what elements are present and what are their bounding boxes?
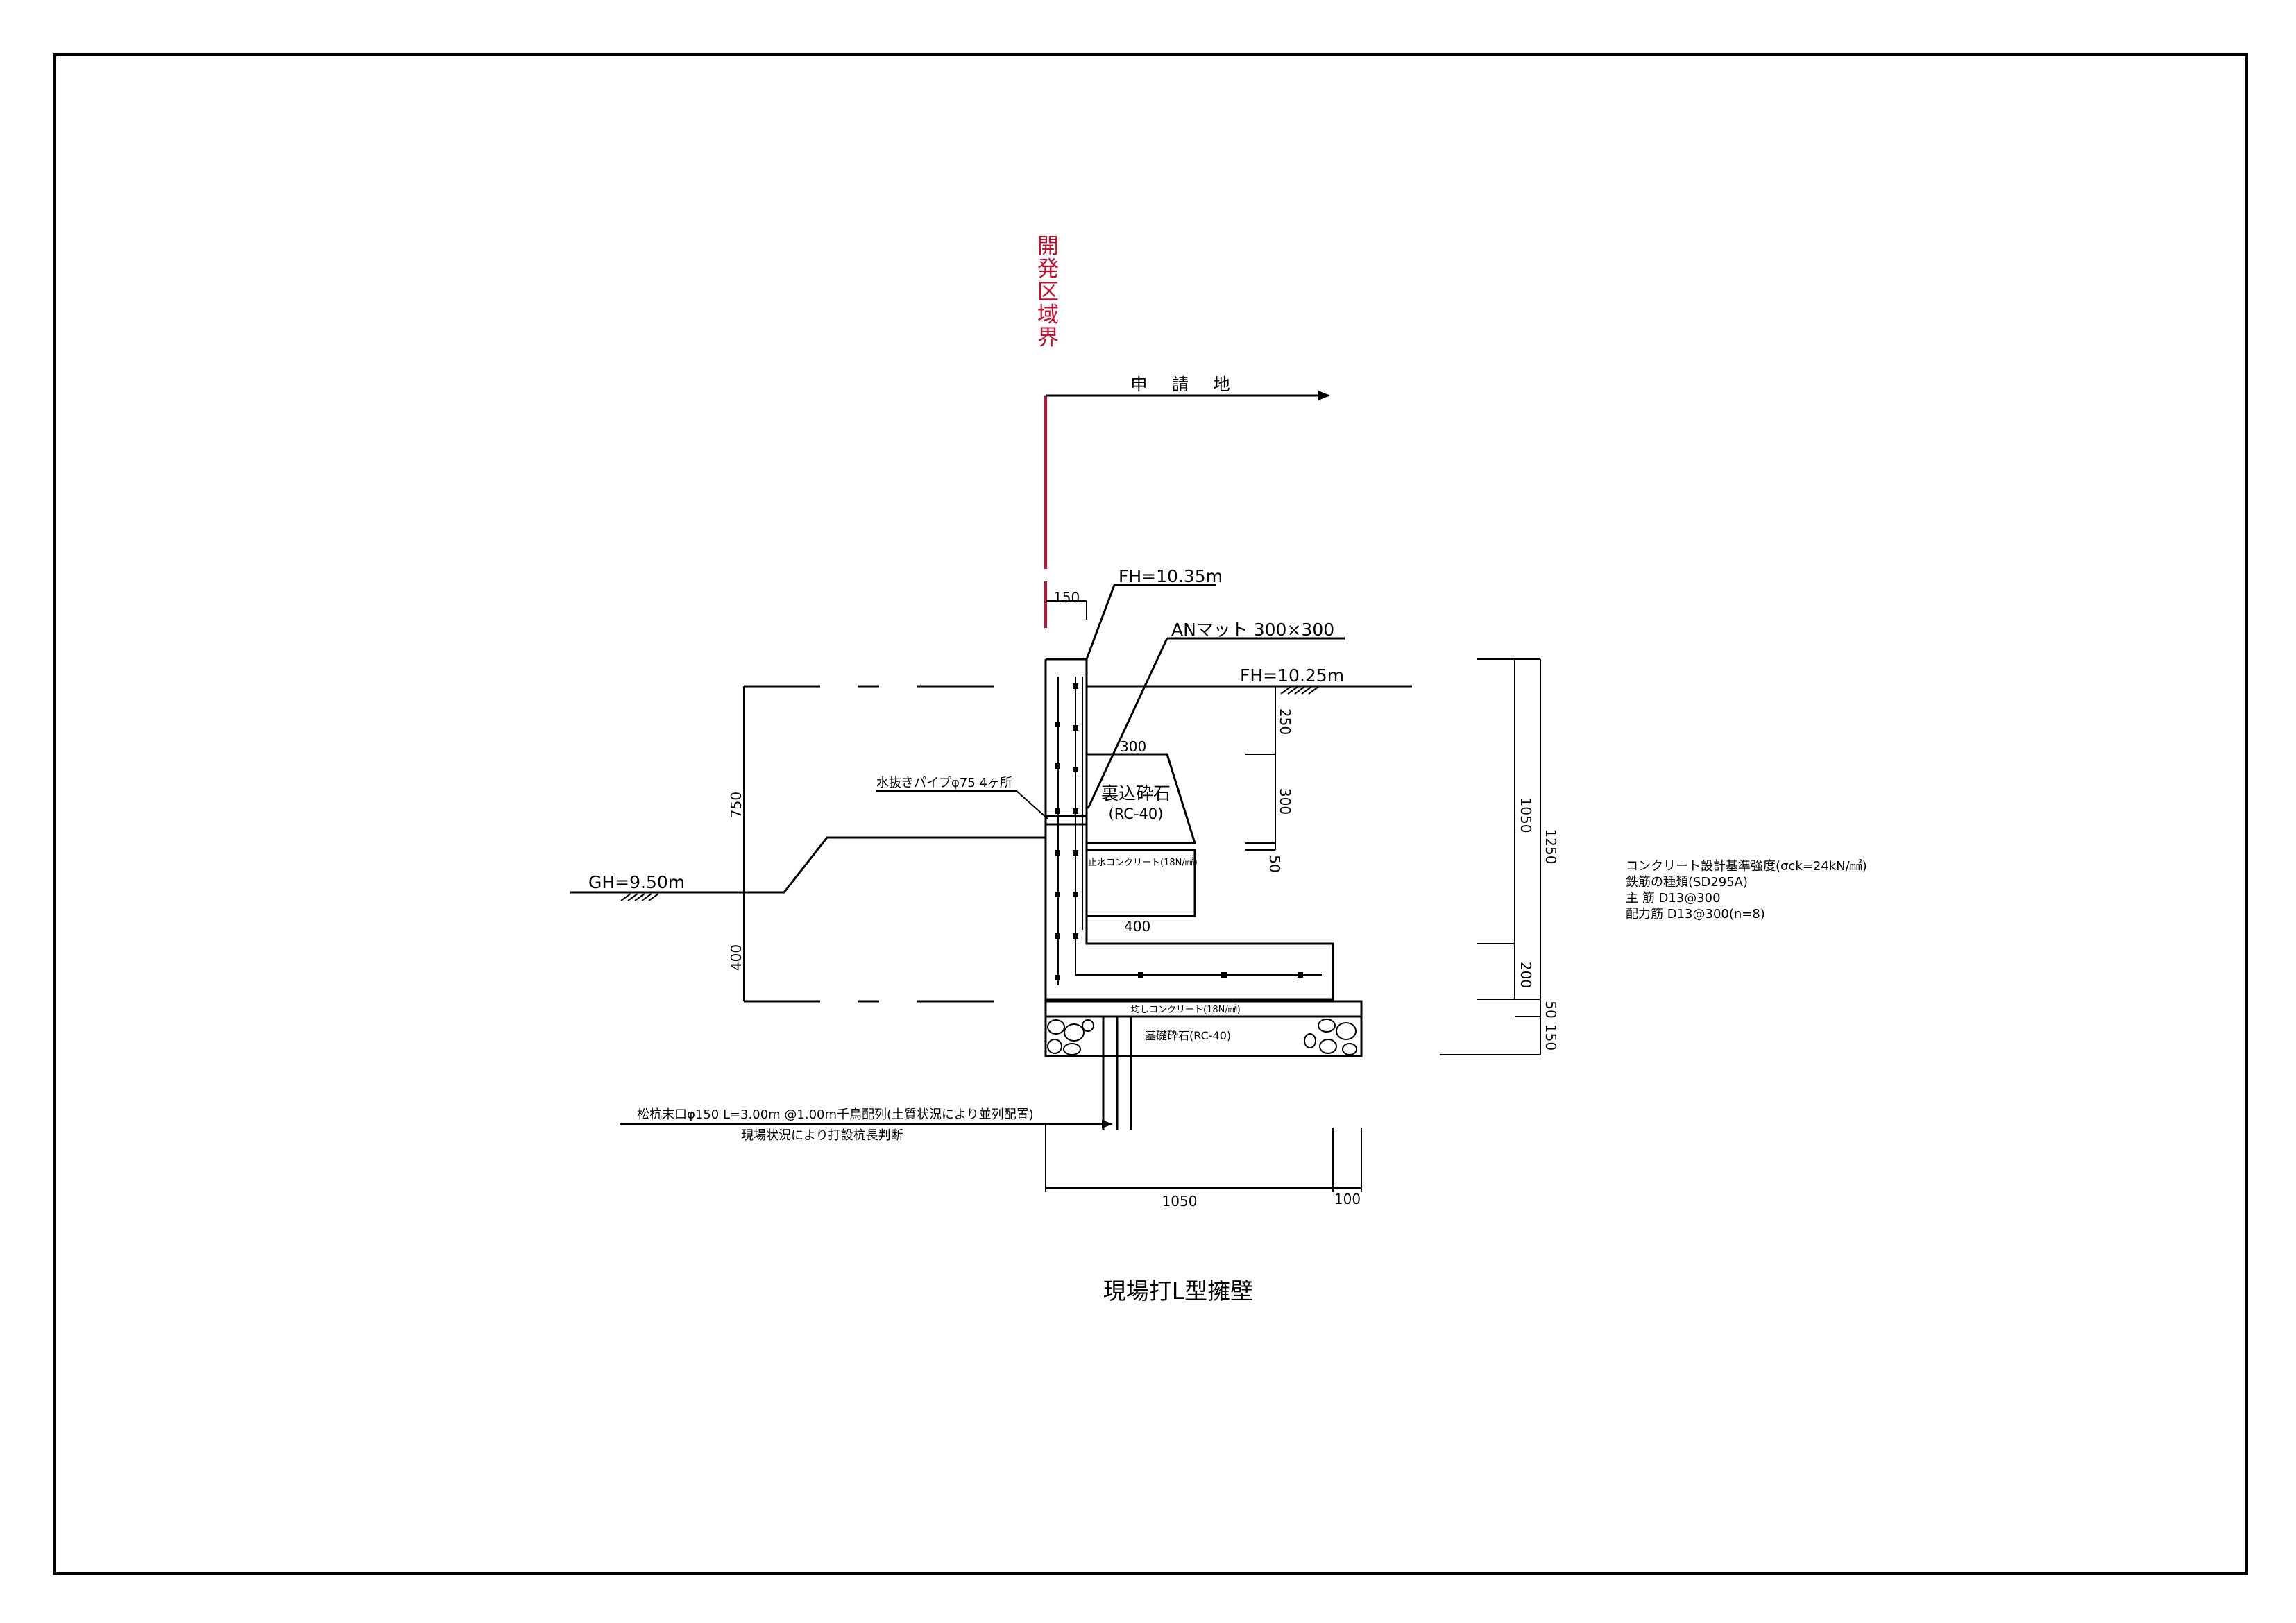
spec-notes: コンクリート設計基準強度(σck=24kN/㎟) 鉄筋の種類(SD295A) 主…	[1626, 858, 1867, 921]
svg-text:FH=10.25m: FH=10.25m	[1240, 665, 1344, 686]
svg-text:ANマット 300×300: ANマット 300×300	[1171, 620, 1334, 640]
boundary-label: 開発区域界	[1033, 235, 1059, 349]
svg-text:止水コンクリート(18N/㎟): 止水コンクリート(18N/㎟)	[1088, 858, 1198, 868]
foundation: 均しコンクリート(18N/㎟) 基礎砕石(RC-40)	[1044, 1000, 1363, 1057]
pile-label: 松杭末口φ150 L=3.00m @1.00m千鳥配列(土質状況により並列配置)	[637, 1107, 1034, 1122]
dim-right-outer: 1050 1250 200 50 150	[1440, 658, 1559, 1055]
ground-line-left: GH=9.50m	[570, 836, 1046, 901]
svg-text:FH=10.35m: FH=10.35m	[1119, 566, 1223, 586]
svg-text:150: 150	[1542, 1024, 1559, 1051]
note-concrete: コンクリート設計基準強度(σck=24kN/㎟)	[1626, 858, 1867, 874]
svg-text:400: 400	[728, 944, 745, 971]
development-boundary: 開発区域界	[1033, 235, 1059, 628]
svg-text:基礎砕石(RC-40): 基礎砕石(RC-40)	[1145, 1029, 1231, 1042]
drain-pipe: 水抜きパイプφ75 4ヶ所	[876, 776, 1087, 826]
svg-text:100: 100	[1334, 1191, 1361, 1207]
rebar-dots	[1055, 683, 1303, 980]
svg-text:50: 50	[1266, 855, 1283, 872]
stop-concrete: 止水コンクリート(18N/㎟) 400	[1087, 849, 1198, 935]
backfill-label: 裏込砕石	[1101, 783, 1171, 804]
svg-text:1050: 1050	[1517, 798, 1534, 833]
note-main-rebar: 主 筋 D13@300	[1626, 891, 1721, 906]
svg-text:300: 300	[1277, 788, 1293, 815]
dim-left: 750 400	[728, 685, 1027, 1003]
stone-pattern-right	[1304, 1019, 1357, 1055]
svg-text:50: 50	[1542, 1001, 1559, 1018]
site-arrow: 申 請 地	[1046, 375, 1330, 400]
svg-text:1250: 1250	[1542, 829, 1559, 865]
svg-text:250: 250	[1277, 708, 1293, 735]
backfill-stone: 300 裏込砕石 (RC-40)	[1087, 738, 1197, 844]
svg-text:均しコンクリート(18N/㎟): 均しコンクリート(18N/㎟)	[1131, 1005, 1241, 1015]
dim-bottom: 1050 100	[1045, 1124, 1362, 1209]
svg-text:GH=9.50m: GH=9.50m	[588, 872, 685, 892]
an-mat-leader: ANマット 300×300	[1087, 620, 1345, 809]
backfill-spec: (RC-40)	[1109, 806, 1164, 822]
svg-text:750: 750	[728, 792, 745, 818]
site-label: 申 請 地	[1130, 375, 1239, 394]
svg-text:400: 400	[1124, 918, 1150, 935]
svg-text:水抜きパイプφ75 4ヶ所: 水抜きパイプφ75 4ヶ所	[876, 776, 1012, 790]
ground-line-right: FH=10.25m	[1087, 665, 1412, 695]
fh-wall-leader: FH=10.35m	[1085, 566, 1223, 660]
retaining-wall	[1044, 658, 1334, 1001]
piles: 松杭末口φ150 L=3.00m @1.00m千鳥配列(土質状況により並列配置)…	[620, 1017, 1132, 1143]
pile-note: 現場状況により打設杭長判断	[741, 1128, 903, 1143]
drawing-title: 現場打L型擁壁	[1103, 1277, 1253, 1305]
svg-text:300: 300	[1120, 738, 1146, 755]
svg-text:1050: 1050	[1162, 1193, 1198, 1209]
svg-text:200: 200	[1517, 962, 1534, 988]
stone-pattern-left	[1047, 1019, 1094, 1055]
dim-right-inner: 250 300 50	[1245, 686, 1293, 873]
svg-text:150: 150	[1053, 589, 1080, 606]
dim-top-width: 150	[1046, 589, 1087, 620]
note-rebar-type: 鉄筋の種類(SD295A)	[1626, 875, 1748, 890]
note-dist-rebar: 配力筋 D13@300(n=8)	[1626, 907, 1765, 921]
sheet-border	[53, 53, 2248, 1575]
